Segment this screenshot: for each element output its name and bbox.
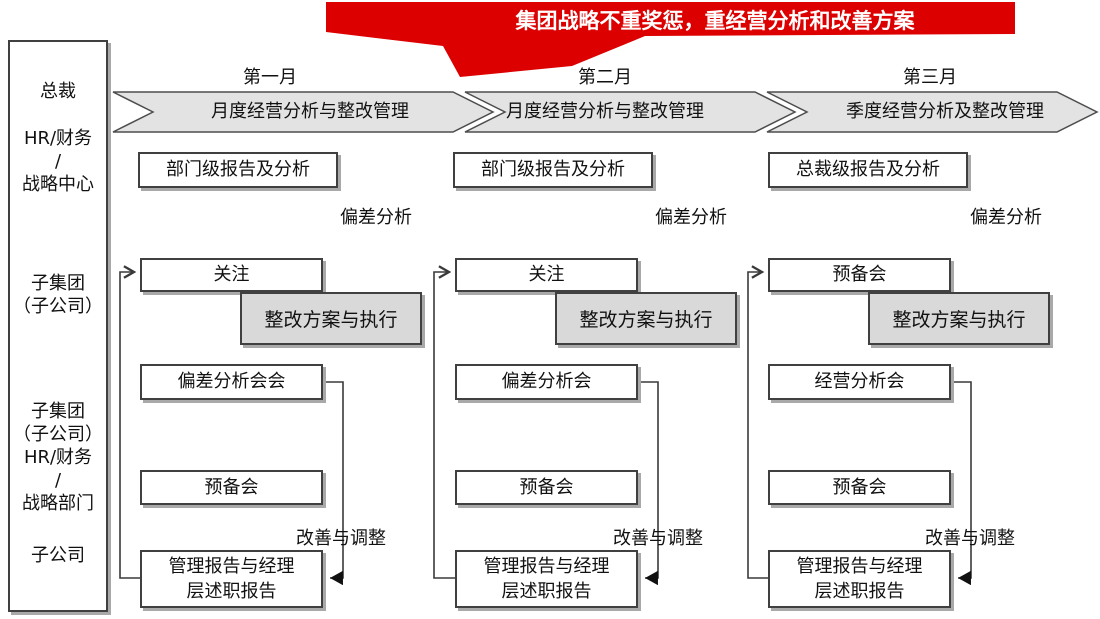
report-box-col1: 部门级报告及分析 xyxy=(138,152,338,188)
loop-up-line-col1 xyxy=(119,265,140,579)
role-hr-finance-strategy-center: HR/财务 / 战略中心 xyxy=(22,128,94,195)
deviation-analysis-label-col3: 偏差分析 xyxy=(970,207,1042,228)
focus-box-col2: 关注 xyxy=(455,258,638,292)
management-report-box-col3: 管理报告与经理 层述职报告 xyxy=(768,550,951,608)
business-meeting-box-col3: 经营分析会 xyxy=(768,364,951,400)
phase-arrow-month1 xyxy=(112,91,495,133)
role-subgroup-hr-finance-strategy-dept: 子集团 （子公司） HR/财务 / 战略部门 xyxy=(13,401,103,514)
deviation-meeting-box-col1: 偏差分析会会 xyxy=(140,364,323,400)
loop-up-line-col2 xyxy=(433,265,455,579)
prep-meeting-box-col3: 预备会 xyxy=(768,470,951,505)
role-president: 总裁 xyxy=(40,81,76,102)
loop-down-line-col1 xyxy=(323,381,344,586)
loop-down-line-col2 xyxy=(638,381,659,586)
month-label-2: 第二月 xyxy=(578,67,632,88)
focus-box-col1: 关注 xyxy=(140,258,323,292)
phase-label-2: 月度经营分析与整改管理 xyxy=(506,101,704,122)
phase-arrow-month2 xyxy=(464,91,797,133)
loop-down-line-col3 xyxy=(951,381,972,586)
month-label-1: 第一月 xyxy=(243,67,297,88)
rectify-plan-box-col2: 整改方案与执行 xyxy=(555,292,737,345)
phase-label-1: 月度经营分析与整改管理 xyxy=(211,101,409,122)
management-report-box-col2: 管理报告与经理 层述职报告 xyxy=(455,550,638,608)
month-label-3: 第三月 xyxy=(903,67,957,88)
prep-meeting-box-col1: 预备会 xyxy=(140,470,323,505)
prep-meeting-box-col2: 预备会 xyxy=(455,470,638,505)
deviation-analysis-label-col2: 偏差分析 xyxy=(655,207,727,228)
role-subgroup: 子集团 （子公司） xyxy=(13,273,103,317)
improve-adjust-label-col1: 改善与调整 xyxy=(296,528,386,549)
deviation-analysis-label-col1: 偏差分析 xyxy=(340,207,412,228)
role-subsidiary: 子公司 xyxy=(31,545,85,566)
roles-sidebar: 总裁 HR/财务 / 战略中心 子集团 （子公司） 子集团 （子公司） HR/财… xyxy=(8,40,108,612)
banner-title: 集团战略不重奖惩，重经营分析和改善方案 xyxy=(515,9,915,33)
focus-box-col3: 预备会 xyxy=(768,258,951,292)
rectify-plan-box-col3: 整改方案与执行 xyxy=(868,292,1050,345)
phase-label-3: 季度经营分析及整改管理 xyxy=(846,101,1044,122)
report-box-col2: 部门级报告及分析 xyxy=(453,152,653,188)
loop-up-line-col3 xyxy=(747,265,768,579)
improve-adjust-label-col2: 改善与调整 xyxy=(613,528,703,549)
report-box-col3: 总裁级报告及分析 xyxy=(768,152,968,188)
rectify-plan-box-col1: 整改方案与执行 xyxy=(240,292,422,345)
banner-callout-shape xyxy=(326,2,1015,77)
improve-adjust-label-col3: 改善与调整 xyxy=(925,528,1015,549)
deviation-meeting-box-col2: 偏差分析会 xyxy=(455,364,638,400)
management-report-box-col1: 管理报告与经理 层述职报告 xyxy=(140,550,323,608)
phase-arrow-month3 xyxy=(766,91,1099,133)
